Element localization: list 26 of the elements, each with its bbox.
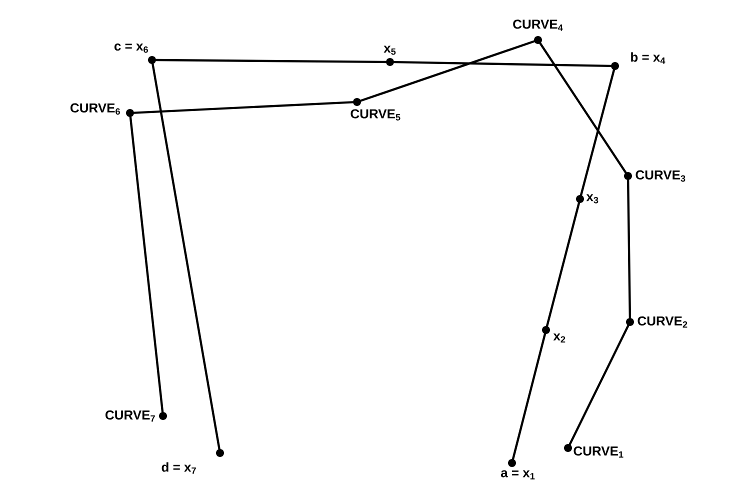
point-label: c = x$_{6}$ bbox=[114, 44, 148, 53]
point-label: x$_{5}$ bbox=[384, 46, 396, 55]
point-label: CURVE$_{5}$ bbox=[350, 109, 400, 120]
point-label: CURVE$_{6}$ bbox=[70, 103, 120, 115]
line bbox=[512, 332, 546, 460]
line bbox=[568, 324, 630, 446]
line bbox=[133, 101, 354, 114]
point-label: CURVE$_{3}$ bbox=[636, 170, 686, 182]
line bbox=[393, 60, 612, 68]
line bbox=[152, 63, 220, 450]
point-label: a = x$_{1}$ bbox=[500, 470, 535, 480]
point-label: CURVE$_{1}$ bbox=[574, 446, 624, 458]
point-label: x$_{2}$ bbox=[553, 333, 566, 343]
point-label: x$_{3}$ bbox=[586, 194, 598, 204]
line bbox=[539, 42, 627, 174]
line bbox=[129, 116, 164, 413]
point-label: d = x$_{7}$ bbox=[162, 462, 196, 474]
line bbox=[360, 40, 536, 102]
line bbox=[626, 179, 632, 319]
point-label: b = x$_{4}$ bbox=[631, 52, 666, 64]
line bbox=[155, 58, 387, 64]
point-label: CURVE$_{4}$ bbox=[513, 20, 563, 31]
line bbox=[580, 68, 616, 196]
line bbox=[546, 202, 580, 328]
point-label: CURVE$_{7}$ bbox=[106, 410, 155, 422]
point-label: CURVE$_{2}$ bbox=[638, 316, 688, 328]
